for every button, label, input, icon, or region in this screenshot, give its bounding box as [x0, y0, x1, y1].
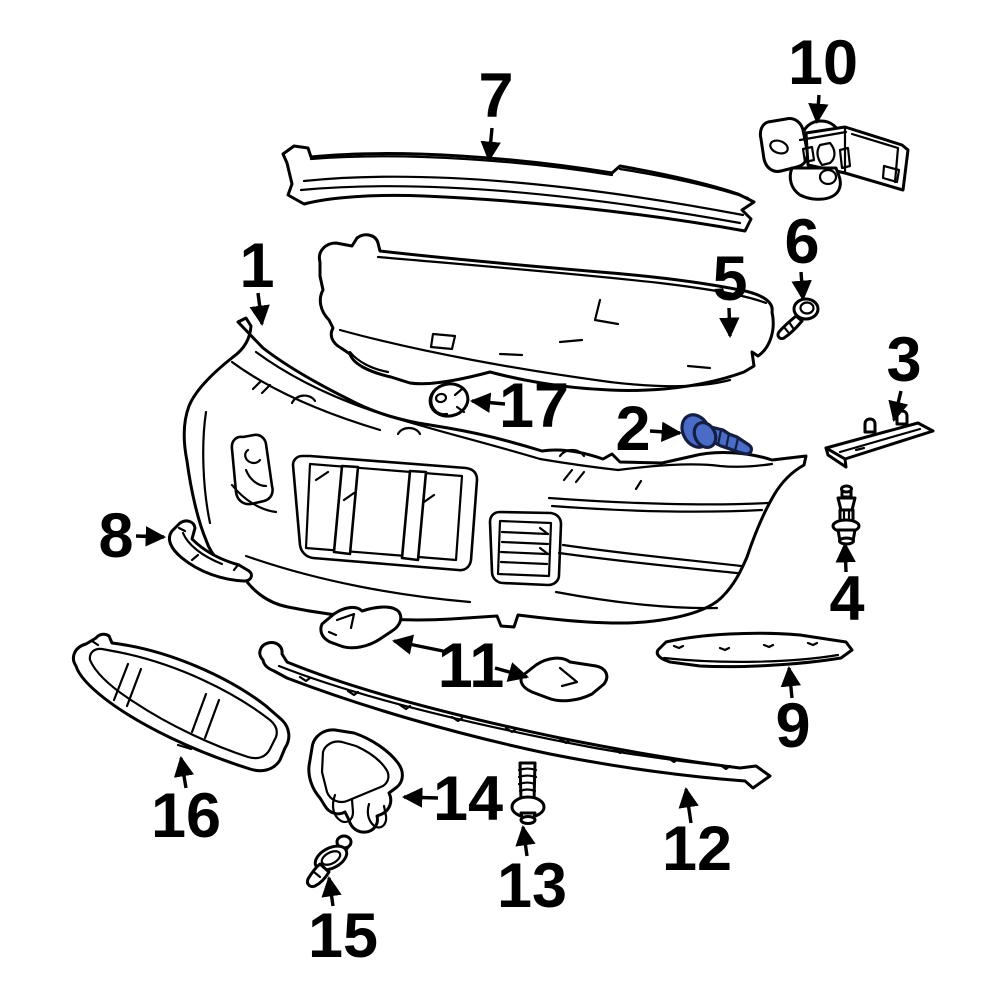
- part-6-screw: [776, 297, 820, 340]
- callout-number-10: 10: [788, 28, 858, 98]
- callout-number-15: 15: [308, 901, 378, 971]
- callout-arrow-17: [469, 392, 506, 413]
- callout-number-8: 8: [98, 501, 133, 571]
- callout-number-2: 2: [615, 394, 650, 464]
- part-16-air-deflector: [71, 632, 291, 773]
- part-17-nut: [428, 382, 470, 418]
- part-9-molding-strip: [655, 631, 854, 669]
- callout-number-14: 14: [433, 764, 503, 834]
- callout-arrow-4: [835, 541, 856, 573]
- callout-5: 5: [712, 244, 748, 339]
- callout-arrow-7: [480, 127, 501, 163]
- part-14-license-bracket: [307, 728, 404, 834]
- part-3-side-bracket: [824, 409, 935, 469]
- callout-3: 3: [886, 325, 922, 422]
- callout-4: 4: [829, 541, 865, 634]
- callout-number-13: 13: [497, 851, 567, 921]
- callout-number-5: 5: [712, 244, 747, 314]
- callout-arrow-9: [780, 665, 801, 699]
- callout-number-7: 7: [478, 61, 513, 131]
- callout-number-16: 16: [151, 781, 221, 851]
- callout-13: 13: [497, 824, 567, 921]
- part-8-corner-bracket: [167, 519, 253, 583]
- callout-8: 8: [98, 501, 167, 571]
- part-10-mounting-bracket: [758, 117, 910, 201]
- part-15-push-pin: [306, 834, 353, 888]
- callout-arrow-11: [494, 662, 529, 682]
- part-7-impact-bar: [281, 144, 756, 233]
- callout-number-4: 4: [829, 564, 864, 634]
- callout-12: 12: [662, 786, 732, 884]
- callout-arrow-15: [321, 875, 342, 907]
- callout-1: 1: [239, 231, 275, 327]
- callout-arrow-10: [808, 94, 829, 125]
- part-2-bolt-highlighted: [680, 413, 753, 456]
- callout-arrow-11: [392, 634, 444, 655]
- callout-arrow-12: [678, 786, 699, 824]
- callout-number-3: 3: [886, 325, 921, 395]
- callout-7: 7: [478, 61, 514, 163]
- callout-arrow-2: [649, 421, 683, 442]
- callout-10: 10: [788, 28, 858, 125]
- part-13-bolt: [510, 761, 546, 825]
- callout-number-11: 11: [438, 631, 505, 701]
- part-4-push-pin-retainer: [831, 484, 861, 546]
- part-5-impact-absorber: [317, 233, 775, 392]
- callout-arrow-16: [173, 755, 195, 789]
- part-1-bumper-cover: [182, 316, 808, 629]
- callout-2: 2: [615, 394, 683, 464]
- callout-11: 11: [392, 631, 529, 701]
- callout-number-1: 1: [239, 231, 274, 301]
- callout-arrow-3: [888, 390, 909, 422]
- callout-number-9: 9: [775, 691, 810, 761]
- callout-17: 17: [469, 371, 569, 441]
- callout-number-6: 6: [784, 207, 819, 277]
- callout-14: 14: [401, 764, 503, 834]
- callout-6: 6: [784, 207, 820, 302]
- callout-number-17: 17: [499, 371, 569, 441]
- part-11-retainer-clips: [319, 605, 609, 703]
- part-12-valance-strip: [258, 641, 772, 790]
- callout-15: 15: [308, 875, 378, 971]
- callout-number-12: 12: [662, 814, 732, 884]
- callout-arrow-5: [719, 307, 740, 339]
- callout-arrow-1: [249, 292, 270, 327]
- callout-arrow-14: [401, 787, 439, 808]
- callout-16: 16: [151, 755, 221, 851]
- callout-9: 9: [775, 665, 811, 761]
- callout-arrow-8: [135, 526, 167, 547]
- callout-arrow-6: [791, 271, 812, 302]
- callout-arrow-13: [515, 824, 536, 857]
